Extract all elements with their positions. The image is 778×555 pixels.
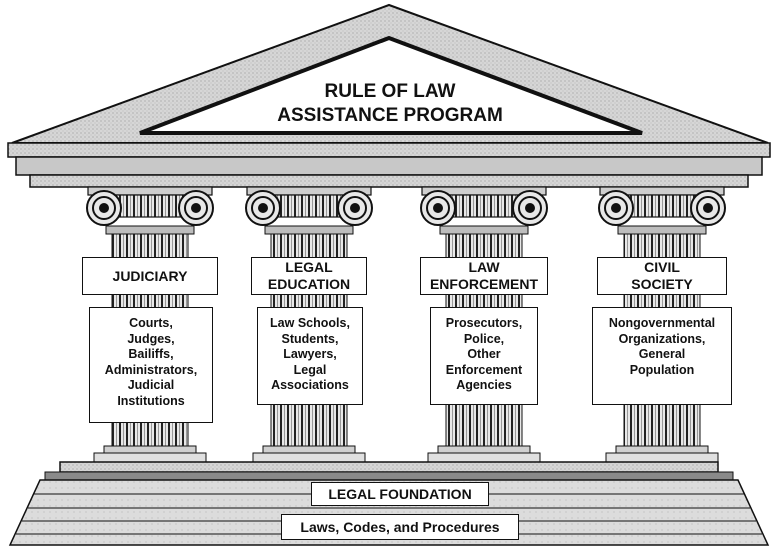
column-2 xyxy=(245,186,373,463)
column-4 xyxy=(598,186,726,463)
volute-eye xyxy=(703,203,713,213)
column-plinth xyxy=(252,452,366,463)
pillar-title-law-enforcement: LAW ENFORCEMENT xyxy=(420,257,548,295)
volute-middle xyxy=(343,196,367,220)
volute-eye xyxy=(191,203,201,213)
column-neck xyxy=(264,225,354,235)
column-plinth xyxy=(605,452,719,463)
pillar-items-legal-education: Law Schools, Students, Lawyers, Legal As… xyxy=(257,307,363,405)
frieze-band xyxy=(15,156,763,176)
temple-base xyxy=(8,461,770,546)
pillar-items-civil-society: Nongovernmental Organizations, General P… xyxy=(592,307,732,405)
volute-middle xyxy=(426,196,450,220)
pillar-items-judiciary: Courts, Judges, Bailiffs, Administrators… xyxy=(89,307,213,423)
column-plinth xyxy=(427,452,541,463)
foundation-title: LEGAL FOUNDATION xyxy=(311,482,489,506)
column-neck xyxy=(617,225,707,235)
column-base-ring xyxy=(615,445,709,454)
column-neck xyxy=(439,225,529,235)
volute-middle xyxy=(251,196,275,220)
pillar-title-legal-education: LEGAL EDUCATION xyxy=(251,257,367,295)
volute-eye xyxy=(525,203,535,213)
volute-middle xyxy=(518,196,542,220)
shaft-upper xyxy=(445,233,523,259)
volute-eye xyxy=(611,203,621,213)
column-base-ring xyxy=(103,445,197,454)
pillar-items-law-enforcement: Prosecutors, Police, Other Enforcement A… xyxy=(430,307,538,405)
pediment xyxy=(11,3,769,144)
shaft-upper xyxy=(623,233,701,259)
pillar-title-judiciary: JUDICIARY xyxy=(82,257,218,295)
entablature xyxy=(7,142,771,188)
program-title: RULE OF LAW ASSISTANCE PROGRAM xyxy=(277,81,503,126)
volute-middle xyxy=(604,196,628,220)
shaft-upper xyxy=(111,233,189,259)
shaft-lower xyxy=(623,399,701,447)
volute-middle xyxy=(92,196,116,220)
column-base-ring xyxy=(262,445,356,454)
volute-eye xyxy=(99,203,109,213)
pillar-title-civil-society: CIVIL SOCIETY xyxy=(597,257,727,295)
shaft-lower xyxy=(270,399,348,447)
stylobate-dark xyxy=(44,471,734,481)
volute-middle xyxy=(184,196,208,220)
shaft-lower xyxy=(445,399,523,447)
cornice-band xyxy=(7,142,771,158)
volute-eye xyxy=(350,203,360,213)
column-base-ring xyxy=(437,445,531,454)
stylobate-top xyxy=(59,461,719,473)
shaft-upper xyxy=(270,233,348,259)
foundation-subtitle: Laws, Codes, and Procedures xyxy=(281,514,519,540)
architrave-band xyxy=(29,174,749,188)
roof-inner xyxy=(139,35,643,135)
volute-eye xyxy=(258,203,268,213)
column-plinth xyxy=(93,452,207,463)
column-neck xyxy=(105,225,195,235)
volute-eye xyxy=(433,203,443,213)
column-3 xyxy=(420,186,548,463)
volute-middle xyxy=(696,196,720,220)
steps-block xyxy=(8,479,770,546)
